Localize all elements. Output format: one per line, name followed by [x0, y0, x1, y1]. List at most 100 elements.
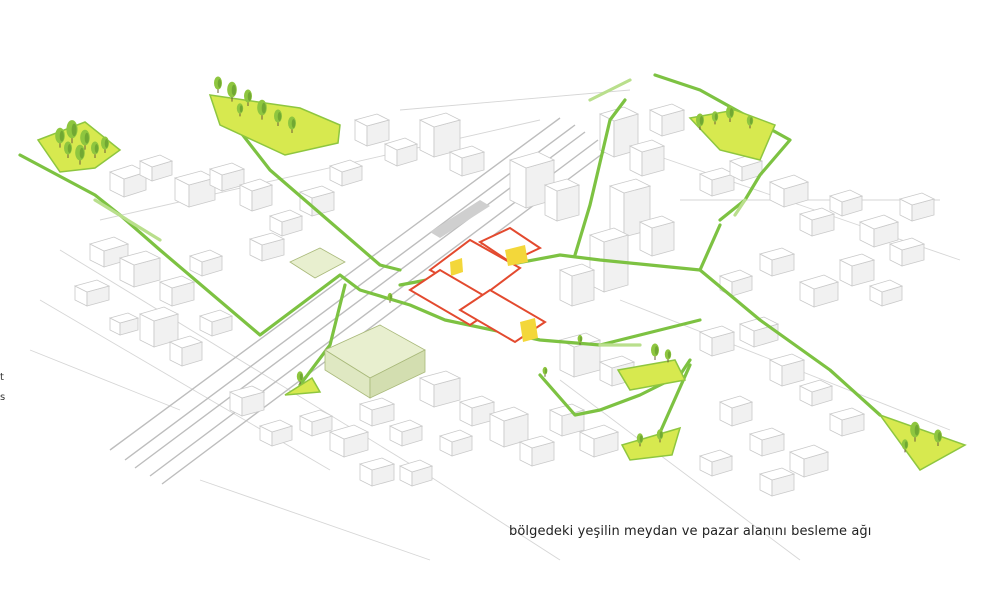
building	[698, 449, 734, 463]
building-blocks	[73, 103, 936, 497]
tree-shade	[544, 368, 547, 374]
building	[698, 325, 736, 339]
building	[383, 137, 419, 151]
building	[648, 103, 686, 117]
building	[458, 395, 496, 409]
tree-shade	[291, 119, 296, 128]
building	[888, 237, 926, 251]
tree-shade	[914, 424, 919, 436]
building	[598, 355, 636, 369]
building	[718, 395, 754, 409]
tree-shade	[71, 123, 77, 137]
park-north	[208, 94, 341, 156]
diagram-caption: bölgedeki yeşilin meydan ve pazar alanın…	[509, 524, 872, 539]
tree-shade	[699, 116, 704, 125]
building	[608, 178, 652, 194]
building	[748, 427, 786, 441]
building	[418, 370, 462, 386]
train	[430, 200, 490, 238]
building	[828, 189, 864, 203]
building	[108, 312, 140, 324]
tree-shade	[247, 92, 252, 101]
building	[798, 379, 834, 393]
tree-shade	[94, 144, 99, 153]
tree-shade	[299, 373, 303, 381]
building	[438, 429, 474, 443]
building	[188, 249, 224, 263]
building	[868, 279, 904, 293]
building	[268, 209, 304, 223]
tree-clusters	[55, 76, 942, 453]
building	[208, 162, 246, 176]
building	[88, 236, 130, 252]
building	[488, 406, 530, 422]
tree-shade	[659, 431, 663, 439]
building	[118, 250, 162, 266]
tree-shade	[67, 144, 72, 153]
building	[138, 306, 180, 322]
building	[508, 151, 556, 169]
tree-shade	[59, 130, 64, 142]
building	[158, 275, 196, 289]
building	[788, 444, 830, 460]
building	[718, 269, 754, 283]
building	[758, 467, 796, 481]
park-square	[616, 359, 687, 391]
building	[828, 407, 866, 421]
tree-shade	[937, 432, 942, 441]
tree-shade	[389, 294, 392, 300]
building	[388, 419, 424, 433]
tree-shade	[231, 84, 236, 96]
building	[73, 279, 111, 293]
building	[298, 409, 334, 423]
building	[398, 459, 434, 473]
building	[353, 113, 391, 127]
building	[768, 174, 810, 190]
building	[628, 139, 666, 153]
building	[558, 263, 596, 277]
tree-shade	[729, 108, 734, 117]
building	[798, 207, 836, 221]
park-small	[284, 376, 322, 396]
tree-shade	[261, 102, 266, 114]
building	[358, 457, 396, 471]
building	[168, 335, 204, 349]
edge-glyph-1: t	[0, 372, 4, 383]
building	[543, 178, 581, 192]
building	[298, 185, 336, 199]
tree-shade	[277, 112, 282, 121]
tree-shade	[749, 117, 753, 125]
building	[228, 385, 266, 399]
tree-shade	[217, 79, 222, 88]
building	[198, 309, 234, 323]
building	[358, 397, 396, 411]
building	[238, 178, 274, 192]
building	[548, 403, 586, 417]
tree-shade	[639, 435, 643, 443]
tree-shade	[904, 441, 908, 449]
station-building	[289, 247, 426, 399]
tree-shade	[579, 336, 582, 342]
building	[798, 274, 840, 290]
building	[518, 435, 556, 449]
building	[838, 253, 876, 267]
building	[588, 227, 630, 243]
building	[638, 215, 676, 229]
building	[448, 145, 486, 159]
building	[578, 424, 620, 440]
tree-shade	[714, 113, 718, 121]
building	[258, 419, 294, 433]
tree-shade	[667, 351, 671, 359]
building	[898, 192, 936, 206]
building	[328, 424, 370, 440]
tree-shade	[104, 139, 109, 148]
tree-shade	[79, 147, 84, 159]
market-halls	[408, 226, 547, 344]
tree-shade	[654, 346, 659, 355]
building	[768, 353, 806, 367]
building	[138, 154, 174, 168]
building	[248, 232, 286, 246]
building	[738, 316, 780, 332]
